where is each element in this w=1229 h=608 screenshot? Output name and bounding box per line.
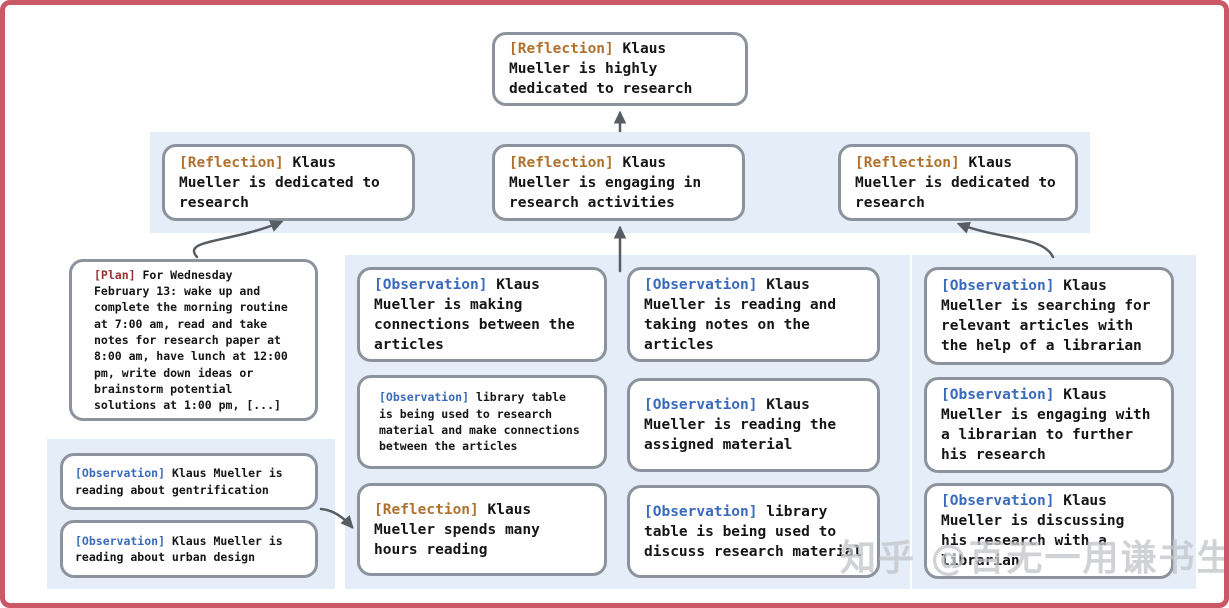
node-top-reflection: [Reflection] Klaus Mueller is highly ded… — [492, 32, 748, 106]
node-middle-reflection: [Reflection] Klaus Mueller spends many h… — [357, 483, 607, 576]
node-plan: [Plan] For Wednesday February 13: wake u… — [69, 259, 318, 421]
node-middle-observation-2: [Observation] library table is being use… — [357, 375, 607, 469]
plan-tag: [Plan] — [94, 267, 136, 282]
node-body: library table is being used to discuss r… — [644, 503, 863, 560]
node-text: [Reflection] Klaus Mueller spends many h… — [374, 500, 590, 560]
node-body: For Wednesday February 13: wake up and c… — [94, 267, 288, 413]
node-body: Klaus Mueller is reading about urban des… — [75, 533, 283, 564]
node-middle-observation-5: [Observation] library table is being use… — [627, 485, 880, 578]
node-body: Klaus Mueller is reading the assigned ma… — [644, 397, 837, 453]
node-text: [Reflection] Klaus Mueller is dedicated … — [179, 153, 398, 213]
node-text: [Observation] Klaus Mueller is reading a… — [75, 465, 303, 498]
observation-tag: [Observation] — [644, 503, 758, 520]
node-text: [Plan] For Wednesday February 13: wake u… — [94, 267, 293, 414]
node-body: Klaus Mueller is highly dedicated to res… — [509, 41, 693, 97]
node-text: [Observation] library table is being use… — [379, 389, 585, 454]
node-body: Klaus Mueller is reading about gentrific… — [75, 466, 283, 497]
reflection-tag: [Reflection] — [855, 154, 960, 171]
node-middle-observation-1: [Observation] Klaus Mueller is making co… — [357, 267, 607, 362]
node-right-observation-1: [Observation] Klaus Mueller is searching… — [924, 267, 1174, 365]
node-text: [Observation] Klaus Mueller is reading a… — [644, 275, 863, 355]
node-reflection-1: [Reflection] Klaus Mueller is dedicated … — [162, 144, 415, 221]
node-text: [Observation] Klaus Mueller is searching… — [941, 276, 1157, 356]
node-body: Klaus Mueller spends many hours reading — [374, 501, 540, 558]
node-body: Klaus Mueller is discussing his research… — [941, 493, 1125, 569]
node-left-observation-2: [Observation] Klaus Mueller is reading a… — [60, 520, 318, 578]
node-body: Klaus Mueller is dedicated to research — [179, 154, 380, 211]
node-body: library table is being used to research … — [379, 390, 580, 454]
node-reflection-2: [Reflection] Klaus Mueller is engaging i… — [492, 144, 745, 221]
observation-tag: [Observation] — [379, 390, 470, 405]
node-text: [Observation] library table is being use… — [644, 502, 863, 562]
node-text: [Observation] Klaus Mueller is making co… — [374, 275, 590, 355]
observation-tag: [Observation] — [941, 278, 1055, 294]
observation-tag: [Observation] — [644, 397, 758, 413]
reflection-tag: [Reflection] — [509, 41, 614, 57]
node-body: Klaus Mueller is dedicated to research — [855, 154, 1056, 211]
observation-tag: [Observation] — [75, 466, 166, 481]
node-left-observation-1: [Observation] Klaus Mueller is reading a… — [60, 453, 318, 510]
node-text: [Observation] Klaus Mueller is reading t… — [644, 395, 863, 455]
node-text: [Reflection] Klaus Mueller is highly ded… — [509, 39, 731, 99]
node-middle-observation-4: [Observation] Klaus Mueller is reading t… — [627, 378, 880, 472]
observation-tag: [Observation] — [941, 493, 1055, 509]
node-right-observation-3: [Observation] Klaus Mueller is discussin… — [924, 483, 1174, 579]
node-body: Klaus Mueller is reading and taking note… — [644, 276, 837, 353]
node-body: Klaus Mueller is searching for relevant … — [941, 278, 1151, 354]
node-right-observation-2: [Observation] Klaus Mueller is engaging … — [924, 377, 1174, 473]
node-text: [Reflection] Klaus Mueller is dedicated … — [855, 153, 1061, 213]
node-body: Klaus Mueller is making connections betw… — [374, 276, 575, 353]
reflection-tag: [Reflection] — [374, 501, 479, 518]
node-reflection-3: [Reflection] Klaus Mueller is dedicated … — [838, 144, 1078, 221]
observation-tag: [Observation] — [644, 276, 758, 293]
observation-tag: [Observation] — [75, 533, 166, 548]
node-middle-observation-3: [Observation] Klaus Mueller is reading a… — [627, 267, 880, 362]
node-text: [Observation] Klaus Mueller is discussin… — [941, 491, 1157, 571]
reflection-tag: [Reflection] — [179, 154, 284, 171]
node-text: [Observation] Klaus Mueller is reading a… — [75, 533, 303, 566]
node-body: Klaus Mueller is engaging with a librari… — [941, 387, 1151, 463]
observation-tag: [Observation] — [941, 387, 1055, 403]
reflection-tag: [Reflection] — [509, 154, 614, 171]
node-text: [Observation] Klaus Mueller is engaging … — [941, 385, 1157, 465]
node-text: [Reflection] Klaus Mueller is engaging i… — [509, 153, 728, 213]
observation-tag: [Observation] — [374, 276, 488, 293]
node-body: Klaus Mueller is engaging in research ac… — [509, 154, 702, 211]
